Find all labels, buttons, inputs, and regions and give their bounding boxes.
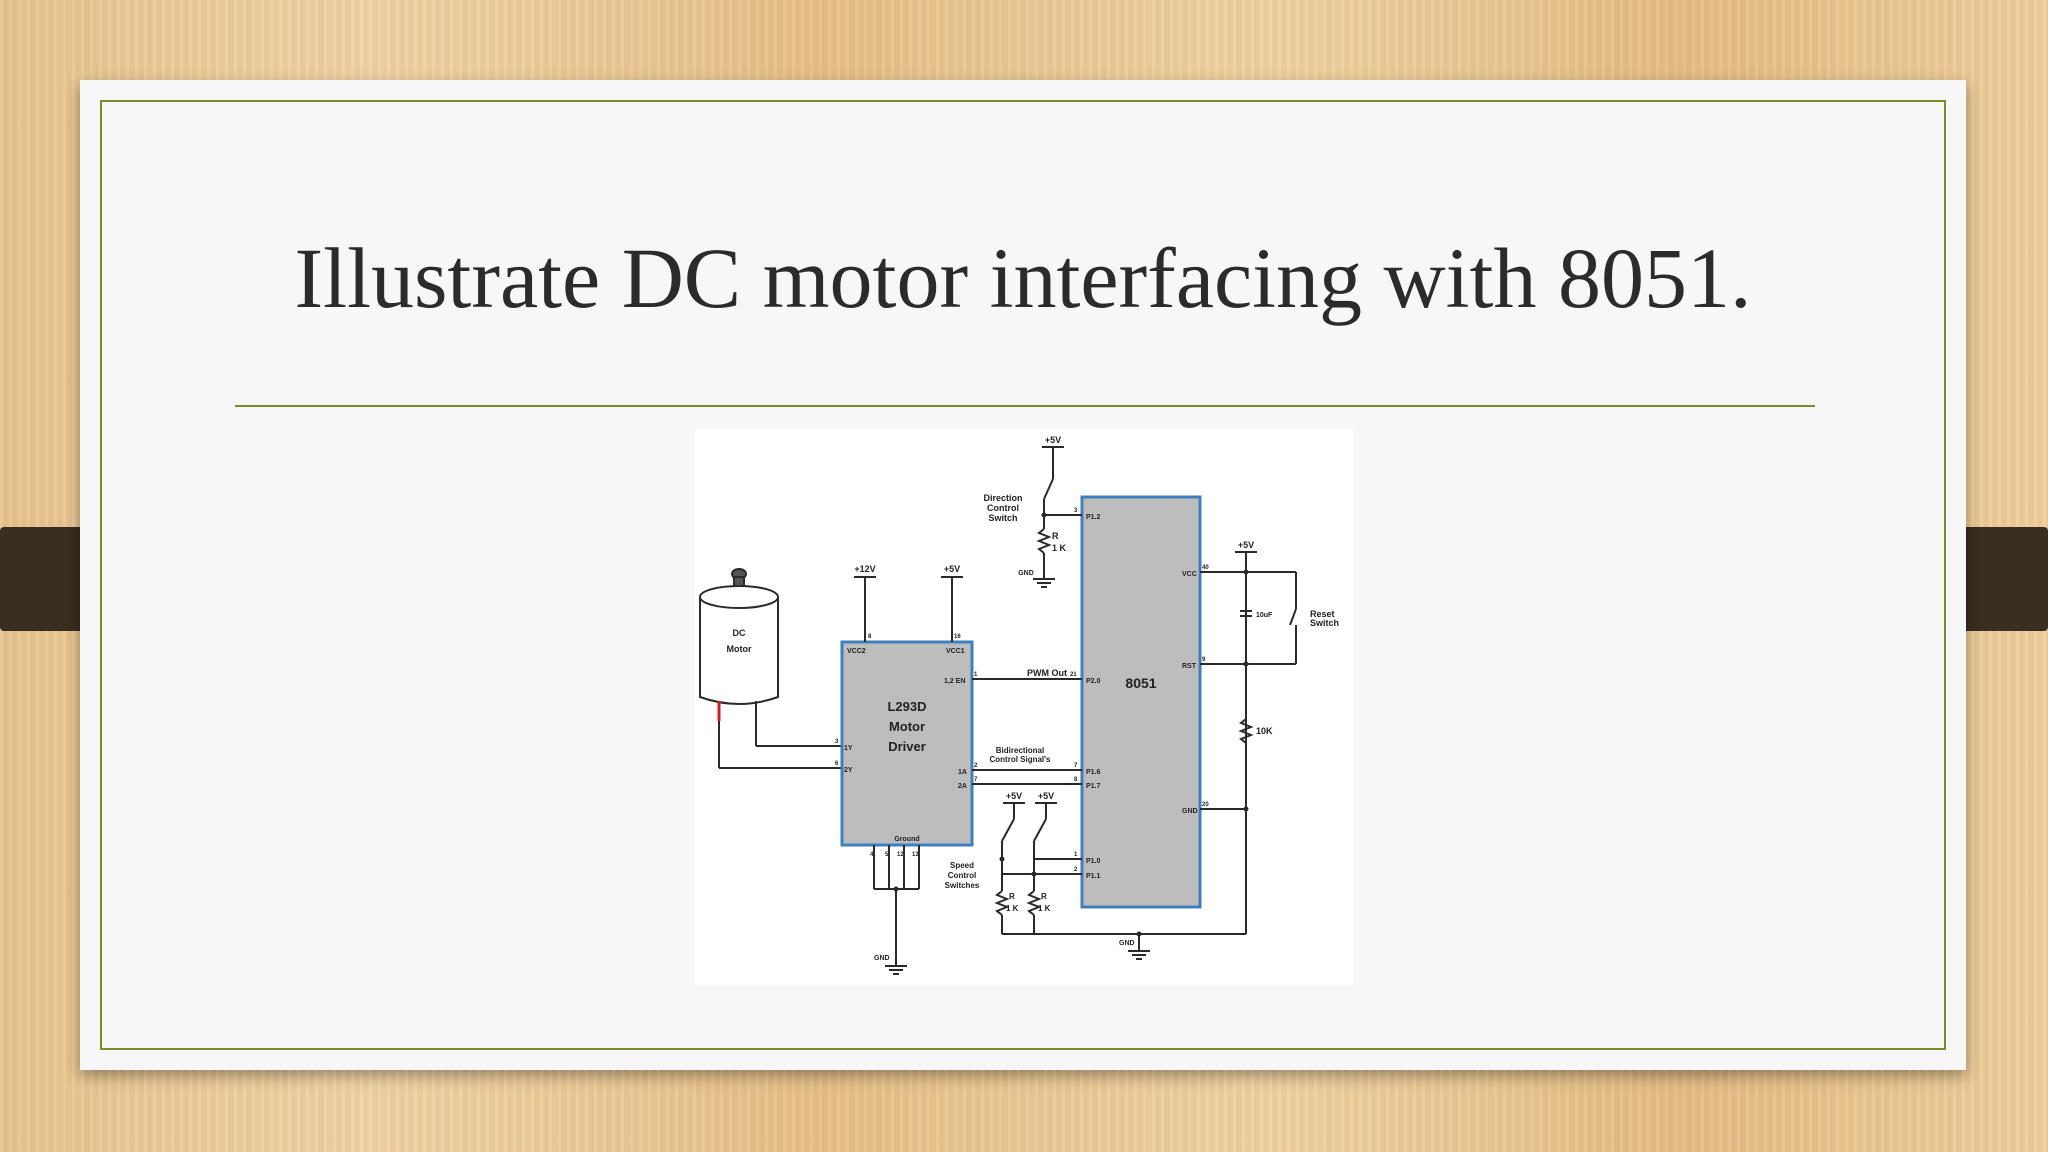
r1k-speed1-zigzag-icon	[994, 890, 1010, 916]
label-bidirectional-line2: Control Signal's	[989, 755, 1051, 764]
label-reset-line2: Switch	[1310, 618, 1339, 628]
pin-1-mcu: 1	[1074, 852, 1078, 858]
pin-40-mcu: 40	[1202, 565, 1209, 571]
label-vcc: VCC	[1182, 571, 1197, 578]
pin-7-driver: 7	[974, 777, 978, 783]
label-motor: Motor	[889, 719, 925, 734]
label-reset-line1: Reset	[1310, 609, 1335, 619]
junction-ground-bus	[1136, 931, 1142, 937]
pin-1-driver: 1	[974, 672, 978, 678]
r1k-dir-zigzag-icon	[1036, 528, 1052, 554]
pin-13-driver: 13	[912, 852, 919, 858]
pin-3-mcu: 3	[1074, 508, 1078, 514]
label-rst: RST	[1182, 663, 1197, 670]
label-r-speed2: R	[1041, 892, 1047, 901]
label-1k-speed1: 1 K	[1006, 904, 1019, 913]
label-1k-speed2: 1 K	[1038, 904, 1051, 913]
label-pwm-out: PWM Out	[1027, 668, 1067, 678]
label-p12: P1.2	[1086, 514, 1101, 521]
label-p17: P1.7	[1086, 783, 1101, 790]
label-motor-line1: DC	[733, 628, 746, 638]
junction-vcc	[1243, 569, 1249, 575]
speed-switch-2-lever-icon	[1033, 818, 1047, 842]
pin-6-driver: 6	[835, 761, 839, 767]
label-2a: 2A	[958, 783, 967, 790]
pin-8-mcu: 8	[1074, 777, 1078, 783]
junction-rst	[1243, 661, 1249, 667]
label-1a: 1A	[958, 769, 967, 776]
r10k-zigzag-icon	[1238, 718, 1254, 744]
dir-switch-lever-icon	[1043, 478, 1054, 500]
label-5v-speed2: +5V	[1038, 791, 1054, 801]
label-motor-line2: Motor	[727, 644, 752, 654]
label-5v-speed1: +5V	[1006, 791, 1022, 801]
motor-body-icon	[699, 597, 779, 705]
label-2y: 2Y	[844, 767, 853, 774]
junction-gnd20	[1243, 806, 1249, 812]
junction-p11	[1031, 871, 1037, 877]
label-1y: 1Y	[844, 745, 853, 752]
label-r-speed1: R	[1009, 892, 1015, 901]
label-p10: P1.0	[1086, 858, 1101, 865]
label-l293d: L293D	[887, 699, 926, 714]
pin-9-mcu: 9	[1202, 657, 1206, 663]
pin-4-driver: 4	[870, 852, 874, 858]
circuit-diagram: +5V Direction Control Switch R 1 K GND +…	[694, 429, 1354, 985]
pin-21-mcu: 21	[1070, 672, 1077, 678]
mcu-8051-body	[1080, 495, 1202, 909]
label-gnd-driver: GND	[874, 955, 890, 962]
slide: Illustrate DC motor interfacing with 805…	[80, 80, 1966, 1070]
pin-12-driver: 12	[897, 852, 904, 858]
title-divider	[235, 405, 1815, 407]
label-r-dir: R	[1052, 531, 1059, 541]
label-8051: 8051	[1125, 675, 1156, 691]
pin-8-driver: 8	[868, 634, 872, 640]
label-ground: Ground	[894, 836, 919, 843]
pin-16-driver: 16	[954, 634, 961, 640]
pin-2-driver: 2	[974, 763, 978, 769]
slide-title: Illustrate DC motor interfacing with 805…	[294, 230, 1752, 326]
slide-frame	[100, 100, 1946, 1050]
label-10k: 10K	[1256, 726, 1273, 736]
label-vcc2: VCC2	[847, 648, 866, 655]
junction-p12	[1041, 512, 1047, 518]
label-speed-line2: Control	[948, 871, 976, 880]
pin-2-mcu: 2	[1074, 867, 1078, 873]
label-10uf: 10uF	[1256, 612, 1273, 619]
reset-switch-lever-icon	[1289, 608, 1297, 626]
label-p20: P2.0	[1086, 678, 1101, 685]
l293d-driver-body	[840, 640, 974, 847]
label-gnd-dir: GND	[1018, 570, 1034, 577]
pin-5-driver: 5	[885, 852, 889, 858]
junction-p10	[999, 856, 1005, 862]
label-gnd-mcu-bus: GND	[1119, 940, 1135, 947]
r1k-speed2-zigzag-icon	[1026, 890, 1042, 916]
label-1k-dir: 1 K	[1052, 543, 1067, 553]
circuit-svg: +5V Direction Control Switch R 1 K GND +…	[699, 435, 1339, 975]
label-5v-dir: +5V	[1045, 435, 1061, 445]
junction-driver-gnd	[893, 886, 899, 892]
speed-switch-1-lever-icon	[1001, 818, 1015, 842]
label-driver: Driver	[888, 739, 926, 754]
label-p11: P1.1	[1086, 873, 1101, 880]
label-speed-line1: Speed	[950, 861, 974, 870]
label-speed-line3: Switches	[945, 881, 980, 890]
label-5v-mcu: +5V	[1238, 540, 1254, 550]
label-gnd-mcu: GND	[1182, 808, 1198, 815]
label-5v-driver: +5V	[944, 564, 960, 574]
label-direction-line2: Control	[987, 503, 1019, 513]
label-12v: +12V	[854, 564, 875, 574]
pin-7-mcu: 7	[1074, 763, 1078, 769]
pin-20-mcu: 20	[1202, 802, 1209, 808]
pin-3-driver: 3	[835, 739, 839, 745]
motor-top-icon	[699, 585, 779, 609]
label-direction-line3: Switch	[988, 513, 1017, 523]
label-direction-line1: Direction	[983, 493, 1022, 503]
label-bidirectional-line1: Bidirectional	[996, 746, 1044, 755]
label-vcc1: VCC1	[946, 648, 965, 655]
label-p16: P1.6	[1086, 769, 1101, 776]
label-en: 1,2 EN	[944, 678, 965, 685]
